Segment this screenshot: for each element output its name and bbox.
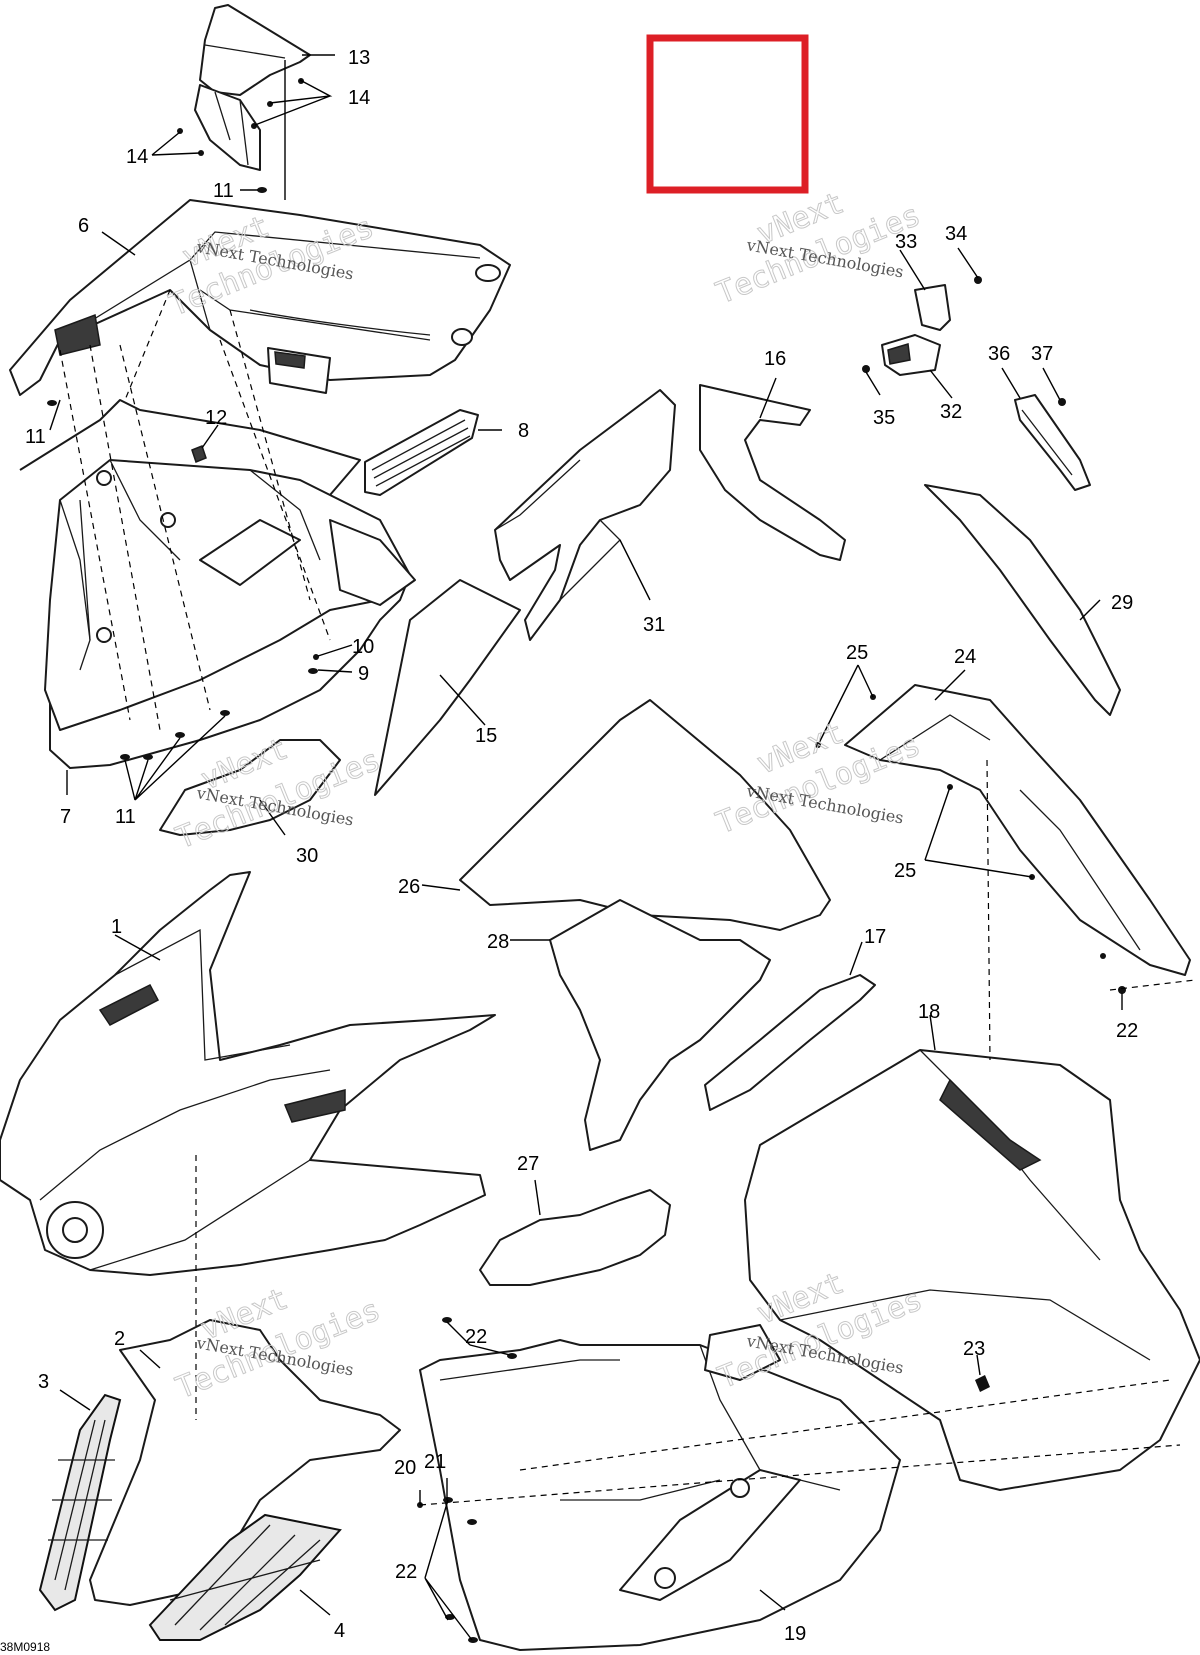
part-3-grille [38,1393,122,1612]
part-1-front-fairing [0,871,496,1276]
callout-16: 16 [764,348,786,370]
callout-2: 2 [114,1328,125,1350]
callout-37: 37 [1031,343,1053,365]
callout-9: 9 [358,663,369,685]
fasteners [47,78,1126,1643]
callout-36: 36 [988,343,1010,365]
part-36-strap [1014,394,1091,491]
callout-1: 1 [111,916,122,938]
callout-10: 10 [352,636,374,658]
callout-11: 11 [115,806,136,828]
part-24-side-trim [844,684,1191,976]
callout-21: 21 [424,1451,446,1473]
callout-11: 11 [213,180,234,202]
callout-6: 6 [78,215,89,237]
part-6-upper-panel [9,199,511,396]
callout-27: 27 [517,1153,539,1175]
callout-23: 23 [963,1338,985,1360]
callout-26: 26 [398,876,420,898]
part-17-strip [704,974,876,1111]
callout-29: 29 [1111,592,1133,614]
callout-17: 17 [864,926,886,948]
part-4-grille [148,1513,342,1641]
callout-25: 25 [894,860,916,882]
alignment-lines [59,289,1196,1506]
part-19-belly-pan [419,1324,901,1651]
callout-18: 18 [918,1001,940,1023]
callout-20: 20 [394,1457,416,1479]
leader-lines [49,54,1123,1641]
callout-33: 33 [895,231,917,253]
drawing-id: 38M0918 [0,1640,50,1654]
part-12-clip [191,445,207,463]
part-16-panel [699,384,846,561]
part-13-windshield [194,4,311,171]
callout-4: 4 [334,1620,345,1642]
callout-28: 28 [487,931,509,953]
callout-34: 34 [945,223,967,245]
callout-32: 32 [940,401,962,423]
watermark-group: vNext Technologies [711,185,926,312]
highlight-box [646,34,809,194]
callout-14: 14 [348,87,370,109]
callout-7: 7 [60,806,71,828]
part-27-pad [479,1189,671,1286]
callout-30: 30 [296,845,318,867]
part-15-strip [374,579,521,796]
part-30-pad [159,739,341,836]
part-26-panel [459,699,831,931]
part-7-hood-frame [19,399,416,769]
callout-22: 22 [395,1561,417,1583]
callout-8: 8 [518,420,529,442]
callout-31: 31 [643,614,665,636]
callout-19: 19 [784,1623,806,1645]
callout-labels: 1 2 3 4 6 7 8 9 10 11 11 11 12 13 14 14 … [25,47,1138,1645]
part-32-latch [881,334,941,376]
part-29-strip [924,484,1121,716]
callout-13: 13 [348,47,370,69]
callout-25: 25 [846,642,868,664]
callout-3: 3 [38,1371,49,1393]
callout-14: 14 [126,146,148,168]
callout-35: 35 [873,407,895,429]
callout-22: 22 [1116,1020,1138,1042]
callout-12: 12 [205,407,227,429]
callout-15: 15 [475,725,497,747]
part-18-side-panel [744,1049,1200,1491]
part-8-vent-grille [364,409,479,496]
callout-11: 11 [25,426,46,448]
part-33-bracket [914,284,951,331]
callout-24: 24 [954,646,976,668]
callout-22: 22 [465,1326,487,1348]
part-28-panel [549,899,771,1151]
